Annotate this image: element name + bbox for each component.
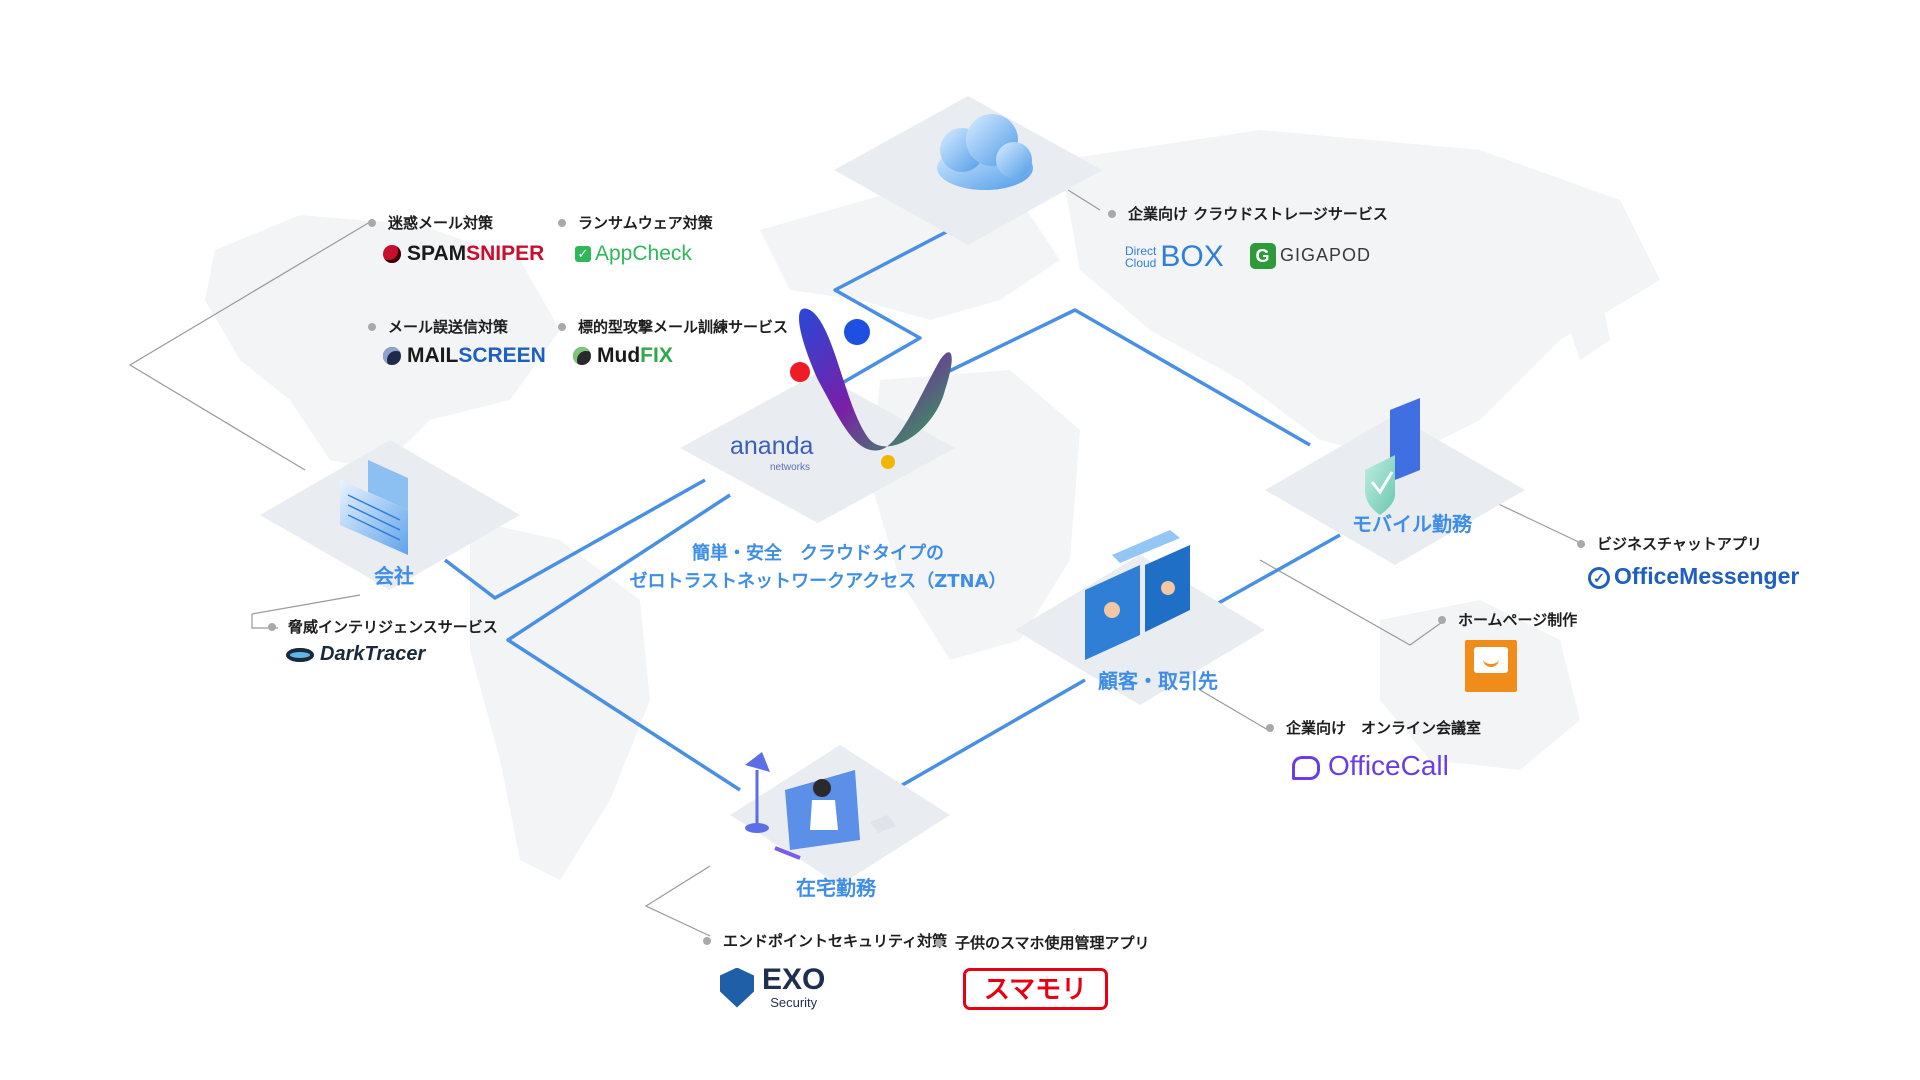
mudfix-logo-a: Mud: [597, 344, 641, 367]
mudfix-logo-b: FIX: [640, 344, 673, 367]
service-label-cloud-storage: 企業向け クラウドストレージサービス: [1108, 203, 1388, 224]
officecall-logo: OfficeCall: [1292, 750, 1449, 782]
phone-shield-icon: [1365, 398, 1420, 515]
mailscreen-dot-icon: [383, 347, 401, 366]
ztna-tagline-line1: 簡単・安全 クラウドタイプの: [691, 543, 944, 564]
ananda-logo-subtext: networks: [770, 462, 811, 473]
service-label-spam: 迷惑メール対策: [368, 212, 493, 233]
sumamori-logo: スマモリ: [963, 968, 1108, 1010]
exo-logo-small: Security: [770, 995, 818, 1010]
directcloud-small-2: Cloud: [1125, 256, 1157, 270]
service-label-meeting: 企業向け オンライン会議室: [1266, 717, 1481, 738]
spamsniper-logo: SPAMSNIPER: [383, 242, 544, 266]
node-label-mobile: モバイル勤務: [1352, 512, 1472, 536]
mailscreen-logo-a: MAIL: [407, 344, 459, 367]
officemessenger-logo-text: OfficeMessenger: [1614, 563, 1800, 589]
gigapod-logo-text: GIGAPOD: [1280, 244, 1372, 265]
officecall-chat-icon: [1292, 755, 1320, 780]
cloud-icon: [937, 114, 1033, 190]
building-icon: [340, 460, 408, 555]
homepage-smile-icon: [1483, 654, 1499, 667]
service-label-mail-err: メール誤送信対策: [368, 316, 508, 337]
ananda-logo-mark: [790, 308, 952, 469]
exo-shield-icon: [720, 967, 754, 1008]
mudfix-logo: MudFIX: [573, 344, 673, 368]
ztna-tagline: 簡単・安全 クラウドタイプの ゼロトラストネットワークアクセス（ZTNA）: [629, 540, 1006, 596]
officemessenger-check-icon: ✓: [1588, 566, 1610, 589]
officemessenger-logo: ✓OfficeMessenger: [1588, 563, 1799, 590]
mudfix-dot-icon: [573, 347, 591, 366]
gigapod-mark-icon: G: [1250, 243, 1276, 269]
appcheck-logo: ✓AppCheck: [575, 242, 692, 266]
mailscreen-logo: MAILSCREEN: [383, 344, 546, 368]
ztna-tagline-line2: ゼロトラストネットワークアクセス（ZTNA）: [629, 571, 1007, 592]
service-label-endpoint: エンドポイントセキュリティ対策: [703, 930, 947, 951]
directcloud-small-1: Direct: [1125, 244, 1157, 258]
appcheck-check-icon: ✓: [575, 246, 591, 263]
node-label-home: 在宅勤務: [796, 876, 876, 900]
directcloud-big: BOX: [1160, 240, 1224, 273]
service-label-targeted: 標的型攻撃メール訓練サービス: [558, 316, 788, 337]
officecall-logo-text: OfficeCall: [1328, 750, 1449, 781]
homepage-logo-icon: [1465, 640, 1517, 692]
network-lines: [443, 228, 1341, 797]
exo-security-logo: EXO Security: [720, 965, 825, 1010]
node-label-customer: 顧客・取引先: [1098, 669, 1218, 693]
exo-logo-big: EXO: [762, 963, 826, 996]
node-label-company: 会社: [374, 564, 414, 588]
service-label-homepage: ホームページ制作: [1438, 609, 1577, 630]
spamsniper-logo-a: SPAM: [407, 242, 467, 265]
darktracer-logo: DarkTracer: [286, 643, 425, 666]
home-work-icon: [745, 752, 896, 860]
service-label-threat: 脅威インテリジェンスサービス: [268, 616, 498, 637]
darktracer-eye-icon: [286, 647, 314, 662]
service-label-chat: ビジネスチャットアプリ: [1577, 533, 1762, 554]
video-call-icon: [1085, 530, 1190, 660]
spamsniper-logo-b: SNIPER: [466, 242, 545, 265]
mailscreen-logo-b: SCREEN: [458, 344, 546, 367]
service-label-kids: 子供のスマホ使用管理アプリ: [935, 932, 1150, 953]
spamsniper-dot-icon: [383, 245, 401, 264]
service-label-ransom: ランサムウェア対策: [558, 212, 713, 233]
appcheck-logo-text: AppCheck: [595, 242, 692, 265]
directcloud-box-logo: Direct Cloud BOX: [1125, 240, 1224, 274]
ananda-logo-text: ananda: [730, 432, 814, 460]
darktracer-logo-text: DarkTracer: [320, 643, 426, 665]
